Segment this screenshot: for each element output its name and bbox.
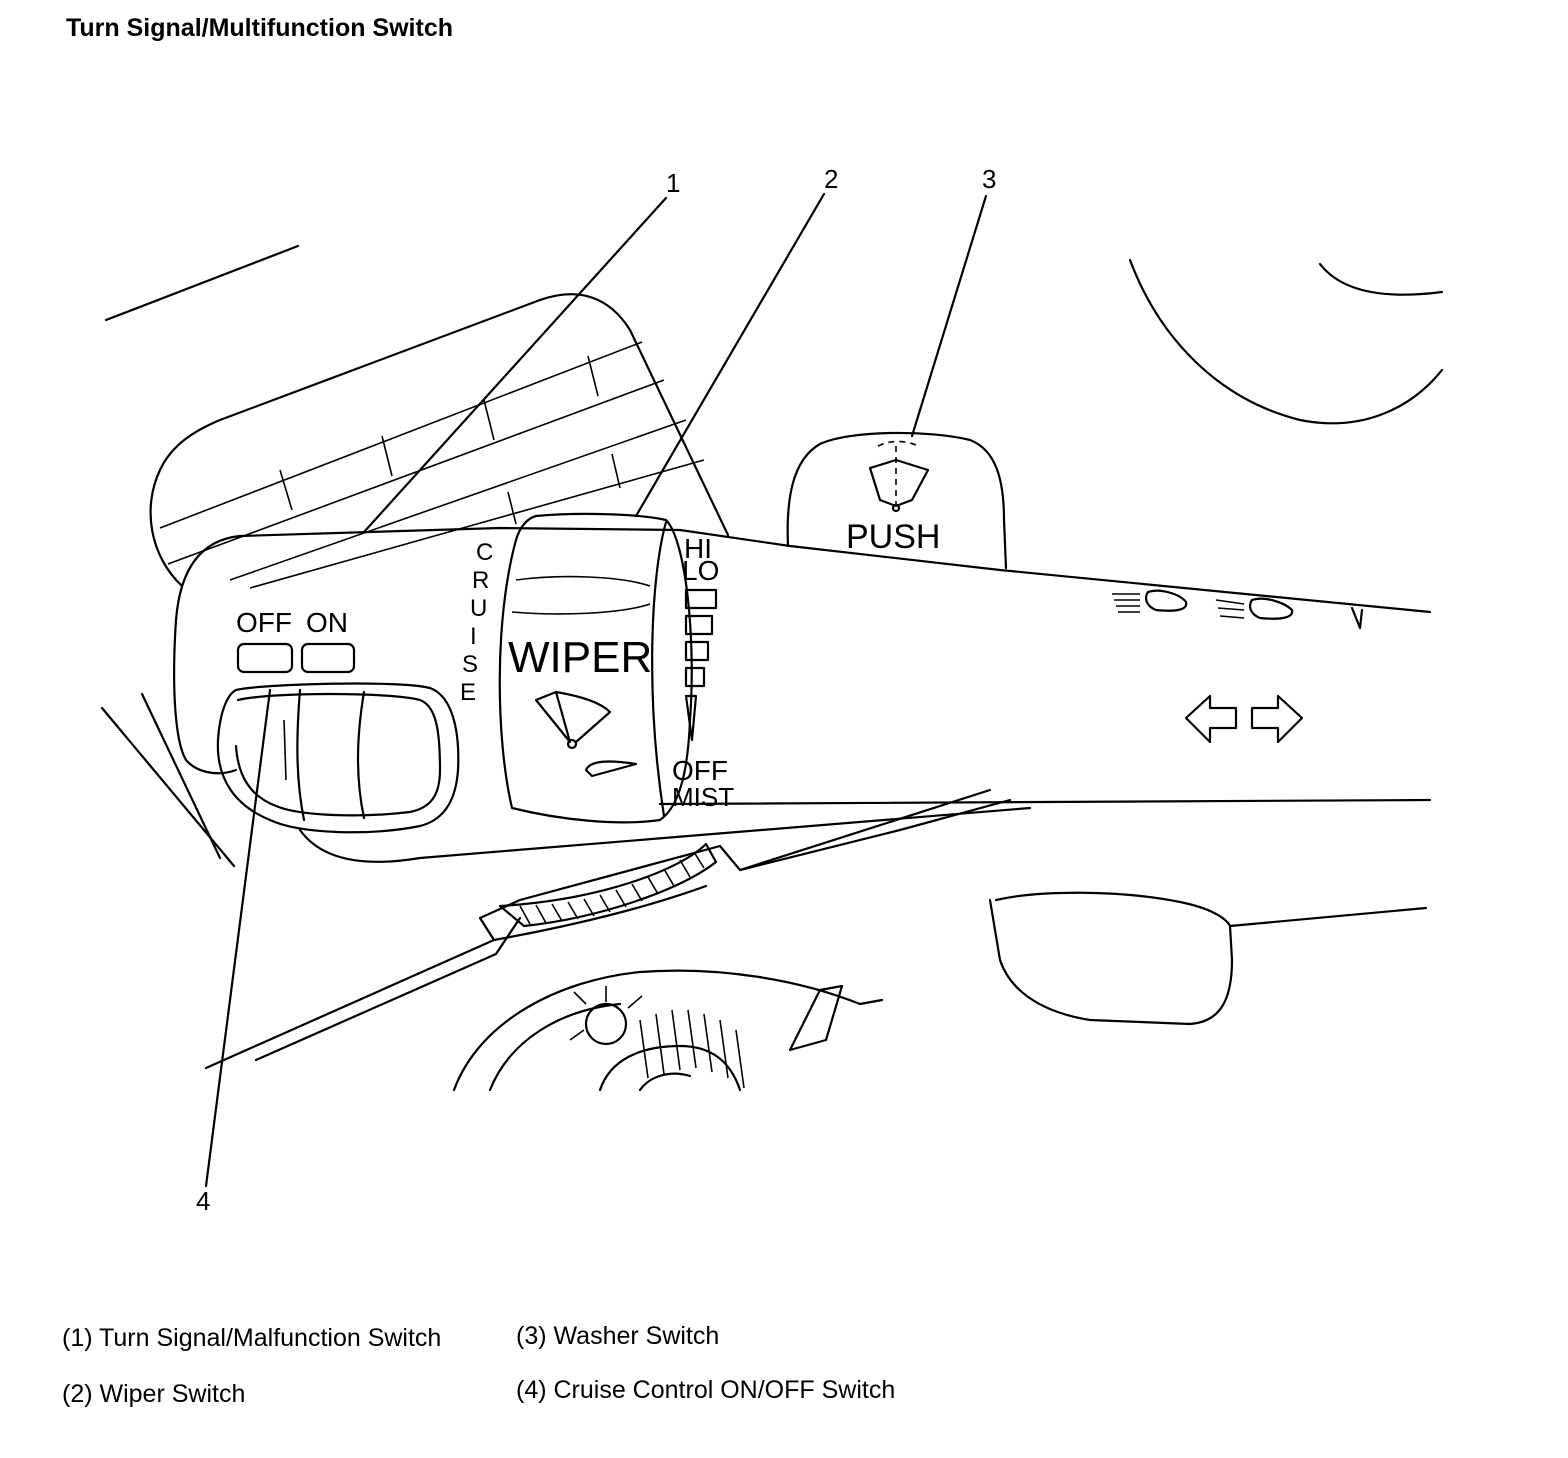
callout-3: 3 <box>982 164 996 194</box>
wiper-label: WIPER <box>508 633 652 682</box>
cruise-rocker-switch: OFF ON <box>216 607 460 834</box>
callout-4: 4 <box>196 1186 210 1216</box>
legend-item-3: (3) Washer Switch <box>516 1322 720 1350</box>
legend-item-1: (1) Turn Signal/Malfunction Switch <box>62 1324 442 1352</box>
svg-text:C: C <box>476 539 493 566</box>
stalk-symbols <box>1112 589 1364 744</box>
mist-label: MIST <box>672 782 734 812</box>
cruise-label: C R U I S E <box>460 539 493 706</box>
callout-1: 1 <box>666 168 680 198</box>
page-title: Turn Signal/Multifunction Switch <box>66 14 453 42</box>
on-label: ON <box>306 607 348 638</box>
push-label: PUSH <box>846 518 940 556</box>
callout-2: 2 <box>824 164 838 194</box>
callout-numbers: 1 2 3 4 <box>196 164 996 1216</box>
wiper-off-label: OFF <box>672 755 728 786</box>
knurled-wheel <box>498 842 745 1089</box>
svg-text:S: S <box>462 651 478 678</box>
wiper-speed-scale: HI LO OFF MIST <box>672 533 734 812</box>
dashboard-vent-panel <box>104 244 730 589</box>
lever-stalk <box>173 526 1432 806</box>
svg-text:R: R <box>472 567 489 594</box>
svg-text:E: E <box>460 679 476 706</box>
steering-column-outline <box>1128 258 1444 425</box>
hi-label: HI <box>684 533 712 564</box>
washer-push-button: PUSH <box>786 431 1008 570</box>
svg-text:I: I <box>470 623 477 650</box>
svg-text:U: U <box>470 595 487 622</box>
lower-column-housing <box>100 692 1428 1092</box>
legend-item-4: (4) Cruise Control ON/OFF Switch <box>516 1376 896 1404</box>
off-label: OFF <box>236 607 292 638</box>
lo-label: LO <box>682 555 719 586</box>
legend-item-2: (2) Wiper Switch <box>62 1380 246 1408</box>
wiper-rotary-switch: WIPER <box>498 512 693 824</box>
callout-leaders <box>204 192 988 1188</box>
